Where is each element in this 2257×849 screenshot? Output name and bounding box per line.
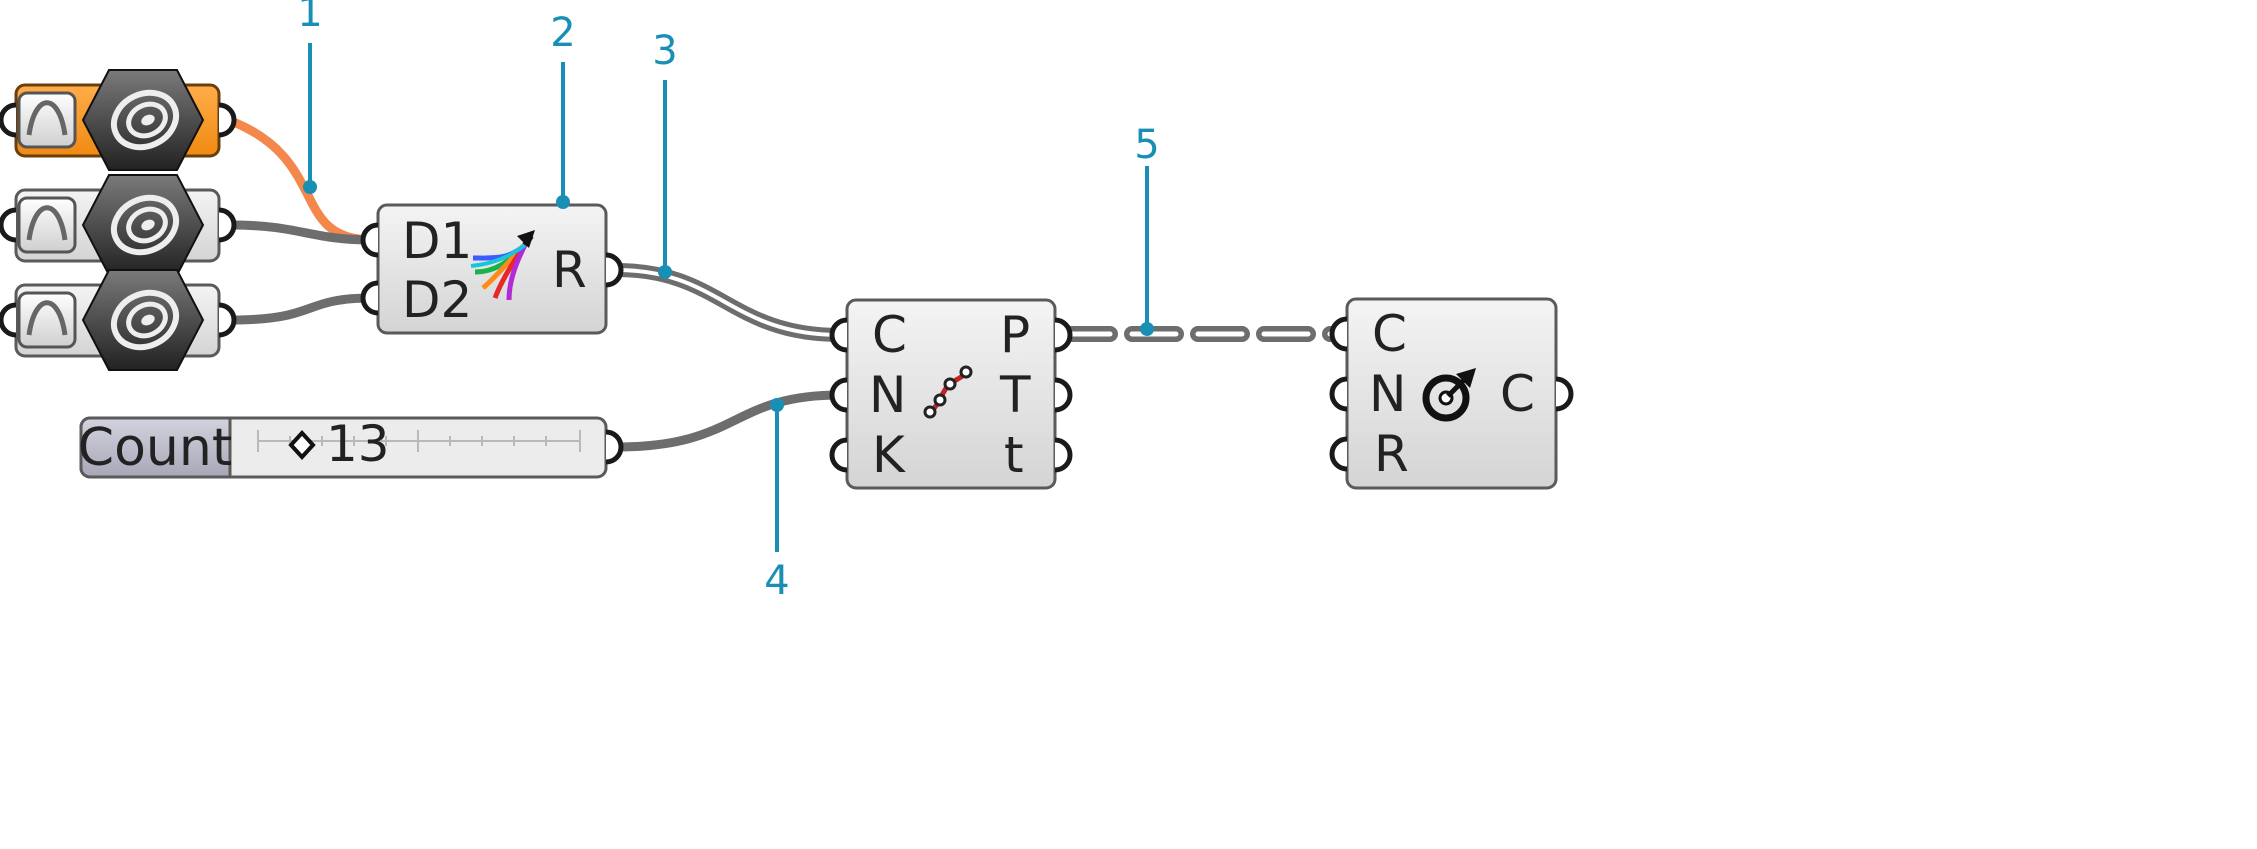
output-grip[interactable]: [1556, 379, 1571, 409]
wires: [229, 116, 1348, 452]
output-grip[interactable]: [1055, 380, 1070, 410]
output-grip[interactable]: [1055, 440, 1070, 470]
callout-1: [303, 43, 317, 194]
input-grip[interactable]: [1, 210, 16, 240]
divide-output-t[interactable]: T: [999, 366, 1031, 424]
divide-input-c[interactable]: C: [872, 306, 907, 364]
input-grip[interactable]: [1, 305, 16, 335]
callout-label-1: 1: [297, 0, 322, 36]
divide-input-k[interactable]: K: [872, 426, 906, 484]
curve-param-3[interactable]: [1, 270, 234, 370]
output-grip[interactable]: [606, 432, 621, 462]
curve-param-icon: [19, 198, 75, 252]
callout-5: [1140, 166, 1154, 336]
input-grip[interactable]: [832, 440, 847, 470]
circle-component[interactable]: C N R C: [1332, 297, 1571, 490]
hex-curve-icon: [83, 270, 203, 370]
divide-curve-component[interactable]: C N K P T t: [832, 298, 1070, 490]
input-grip[interactable]: [363, 283, 378, 313]
wire-param3-to-d2[interactable]: [230, 293, 373, 325]
divide-input-n[interactable]: N: [869, 366, 906, 424]
divide-curve-icon: [923, 365, 973, 419]
circle-icon: [1422, 368, 1476, 422]
input-grip[interactable]: [1332, 379, 1347, 409]
count-slider[interactable]: Count 13: [78, 415, 621, 479]
output-grip[interactable]: [606, 255, 621, 285]
input-grip[interactable]: [832, 320, 847, 350]
merge-input-d1[interactable]: D1: [402, 212, 472, 270]
curve-param-icon: [19, 93, 75, 147]
callout-4: [770, 398, 784, 552]
output-grip[interactable]: [219, 105, 234, 135]
input-grip[interactable]: [1332, 439, 1347, 469]
input-grip[interactable]: [1332, 319, 1347, 349]
merge-icon: [470, 230, 535, 301]
hex-curve-icon: [83, 175, 203, 275]
curve-param-2[interactable]: [1, 175, 234, 275]
merge-component[interactable]: D1 D2 R: [363, 203, 621, 335]
circle-input-r[interactable]: R: [1374, 425, 1409, 483]
wire-merge-to-divide-list[interactable]: [616, 263, 841, 342]
slider-handle[interactable]: [288, 430, 316, 460]
callout-label-5: 5: [1134, 122, 1159, 168]
wire-param2-to-d1[interactable]: [230, 220, 373, 245]
output-grip[interactable]: [219, 305, 234, 335]
callout-label-4: 4: [764, 558, 789, 604]
slider-title: Count: [78, 418, 232, 478]
output-grip[interactable]: [219, 210, 234, 240]
slider-value: 13: [326, 415, 390, 473]
merge-input-d2[interactable]: D2: [402, 271, 472, 329]
divide-output-t-param[interactable]: t: [1004, 426, 1024, 484]
input-grip[interactable]: [363, 225, 378, 255]
callout-3: [658, 80, 672, 279]
output-grip[interactable]: [1055, 320, 1070, 350]
callout-label-2: 2: [550, 10, 575, 56]
circle-input-c[interactable]: C: [1372, 305, 1407, 363]
callout-label-3: 3: [652, 28, 677, 74]
circle-output-c[interactable]: C: [1500, 365, 1535, 423]
curve-param-icon: [19, 293, 75, 347]
callouts: [303, 43, 1154, 552]
merge-output-r[interactable]: R: [552, 241, 587, 299]
input-grip[interactable]: [832, 380, 847, 410]
curve-param-1[interactable]: [1, 70, 234, 170]
input-grip[interactable]: [1, 105, 16, 135]
hex-curve-icon: [83, 70, 203, 170]
callout-2: [556, 62, 570, 209]
wire-slider-to-n[interactable]: [616, 390, 841, 452]
divide-output-p[interactable]: P: [1000, 306, 1030, 364]
circle-input-n[interactable]: N: [1369, 365, 1406, 423]
